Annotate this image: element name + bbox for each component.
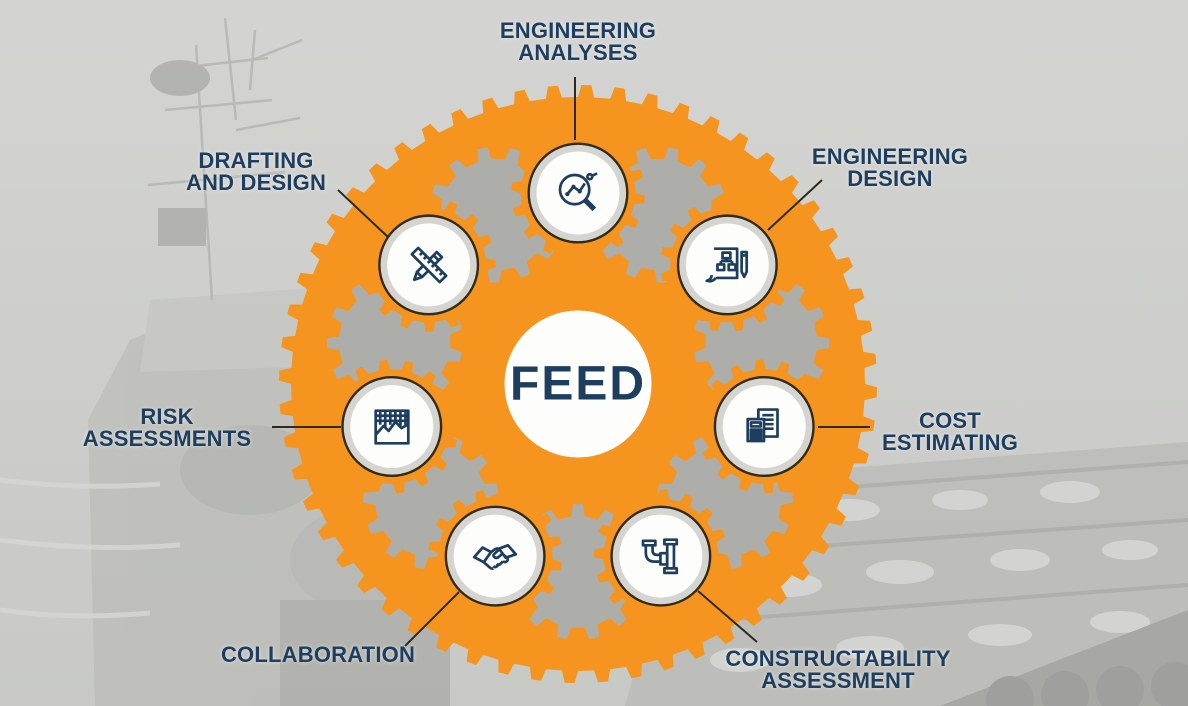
label-line: ANALYSES	[518, 40, 638, 65]
gear-layer	[279, 85, 877, 683]
label-engineering-design: ENGINEERING DESIGN	[812, 146, 968, 190]
pencil-ruler-icon	[410, 246, 448, 284]
node-engineering-analyses	[536, 151, 620, 235]
connector-collaboration	[404, 591, 460, 647]
node-engineering-design	[685, 223, 769, 307]
label-line: AND DESIGN	[185, 170, 327, 195]
connector-lines	[272, 77, 870, 647]
node-collaboration	[453, 514, 537, 598]
label-line: ENGINEERING	[811, 144, 969, 169]
node-constructability-assessment	[619, 514, 703, 598]
feed-hub-circle	[504, 310, 652, 458]
magnifier-chart-icon	[558, 172, 598, 212]
node-risk-assessments	[350, 385, 434, 469]
label-constructability-assessment: CONSTRUCTABILITY ASSESSMENT	[725, 648, 950, 692]
handshake-icon	[472, 543, 518, 570]
label-cost-estimating: COST ESTIMATING	[882, 410, 1018, 454]
label-line: DESIGN	[847, 166, 933, 191]
pipes-icon	[641, 538, 679, 575]
label-collaboration: COLLABORATION	[221, 644, 415, 666]
label-line: COST	[919, 408, 981, 433]
label-line: DRAFTING	[198, 148, 314, 173]
connector-engineering-design	[767, 179, 823, 231]
label-drafting-and-design: DRAFTING AND DESIGN	[186, 150, 326, 194]
node-drafting-and-design	[387, 223, 471, 307]
document-flowchart-pencil-icon	[705, 247, 749, 283]
label-line: ENGINEERING	[499, 18, 657, 43]
connector-constructability-assessment	[697, 590, 758, 643]
label-line: ESTIMATING	[881, 430, 1019, 455]
node-circle-engineering-analyses	[536, 151, 620, 235]
water-streaks	[0, 477, 181, 619]
feed-hub-label: FEED	[509, 357, 647, 411]
node-cost-estimating	[722, 385, 806, 469]
label-line: ASSESSMENT	[761, 668, 915, 693]
label-line: CONSTRUCTABILITY	[725, 646, 951, 671]
label-line: COLLABORATION	[220, 642, 416, 667]
node-circle-engineering-design	[685, 223, 769, 307]
label-risk-assessments: RISK ASSESSMENTS	[83, 406, 251, 450]
label-line: RISK	[140, 404, 194, 429]
label-line: ASSESSMENTS	[82, 426, 252, 451]
grid-chart-icon	[374, 409, 410, 445]
calculator-document-icon	[746, 408, 779, 443]
label-engineering-analyses: ENGINEERING ANALYSES	[500, 20, 656, 64]
connector-drafting-and-design	[337, 189, 389, 238]
